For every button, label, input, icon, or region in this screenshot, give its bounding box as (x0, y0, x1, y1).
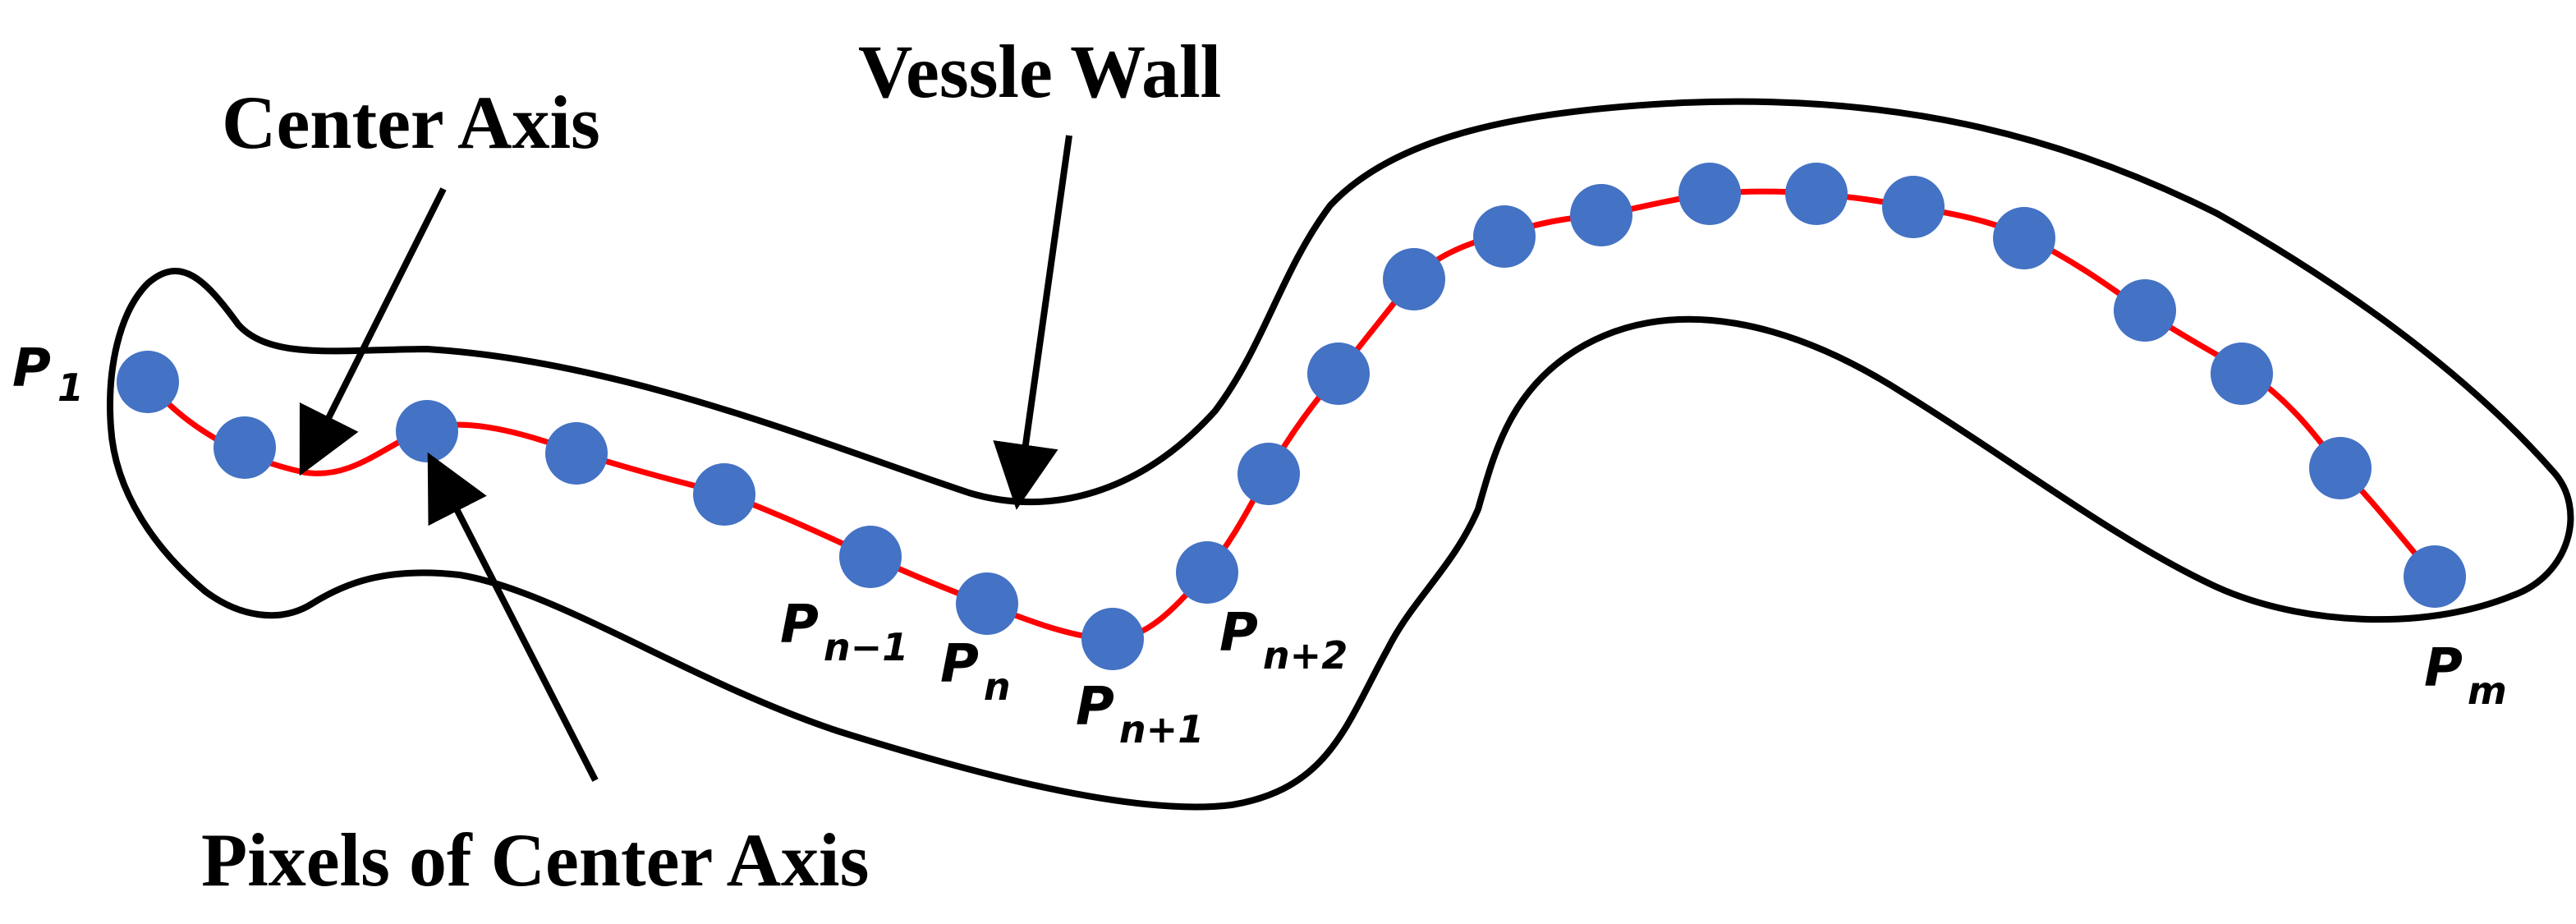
pixel-dot (117, 351, 179, 413)
pixel-dot (1307, 342, 1370, 405)
pixels-of-center-axis-label: Pixels of Center Axis (201, 818, 869, 902)
vessel-wall-arrow (993, 135, 1072, 510)
pixel-dot (396, 400, 458, 462)
pixel-dot (1383, 248, 1445, 310)
center-axis-arrow (299, 187, 447, 476)
pixel-dot (2404, 545, 2466, 608)
center-axis-label: Center Axis (222, 80, 600, 164)
pixel-dot (1081, 608, 1144, 670)
pixel-dot (839, 526, 902, 588)
pixel-dot (2114, 279, 2176, 342)
center-axis-pixels (117, 163, 2466, 670)
pixel-dot (2309, 437, 2372, 499)
pixel-dot (1570, 184, 1632, 246)
pixel-dot (545, 422, 608, 485)
pixel-dot (1785, 163, 1848, 225)
pixel-dot (693, 463, 755, 526)
pixel-dot (1176, 541, 1238, 604)
pixel-dot (1473, 205, 1536, 268)
pixel-dot (956, 572, 1018, 635)
pixel-dot (1237, 443, 1300, 505)
pixel-dot (1993, 207, 2055, 269)
vessel-wall-label: Vessle Wall (858, 30, 1221, 113)
pixel-dot (214, 416, 276, 479)
pixel-dot (1678, 163, 1741, 225)
pixel-dot (1882, 176, 1945, 238)
pixel-dot (2211, 342, 2273, 405)
pixels-arrow (427, 452, 599, 782)
vessel-wall-outline (107, 98, 2574, 811)
